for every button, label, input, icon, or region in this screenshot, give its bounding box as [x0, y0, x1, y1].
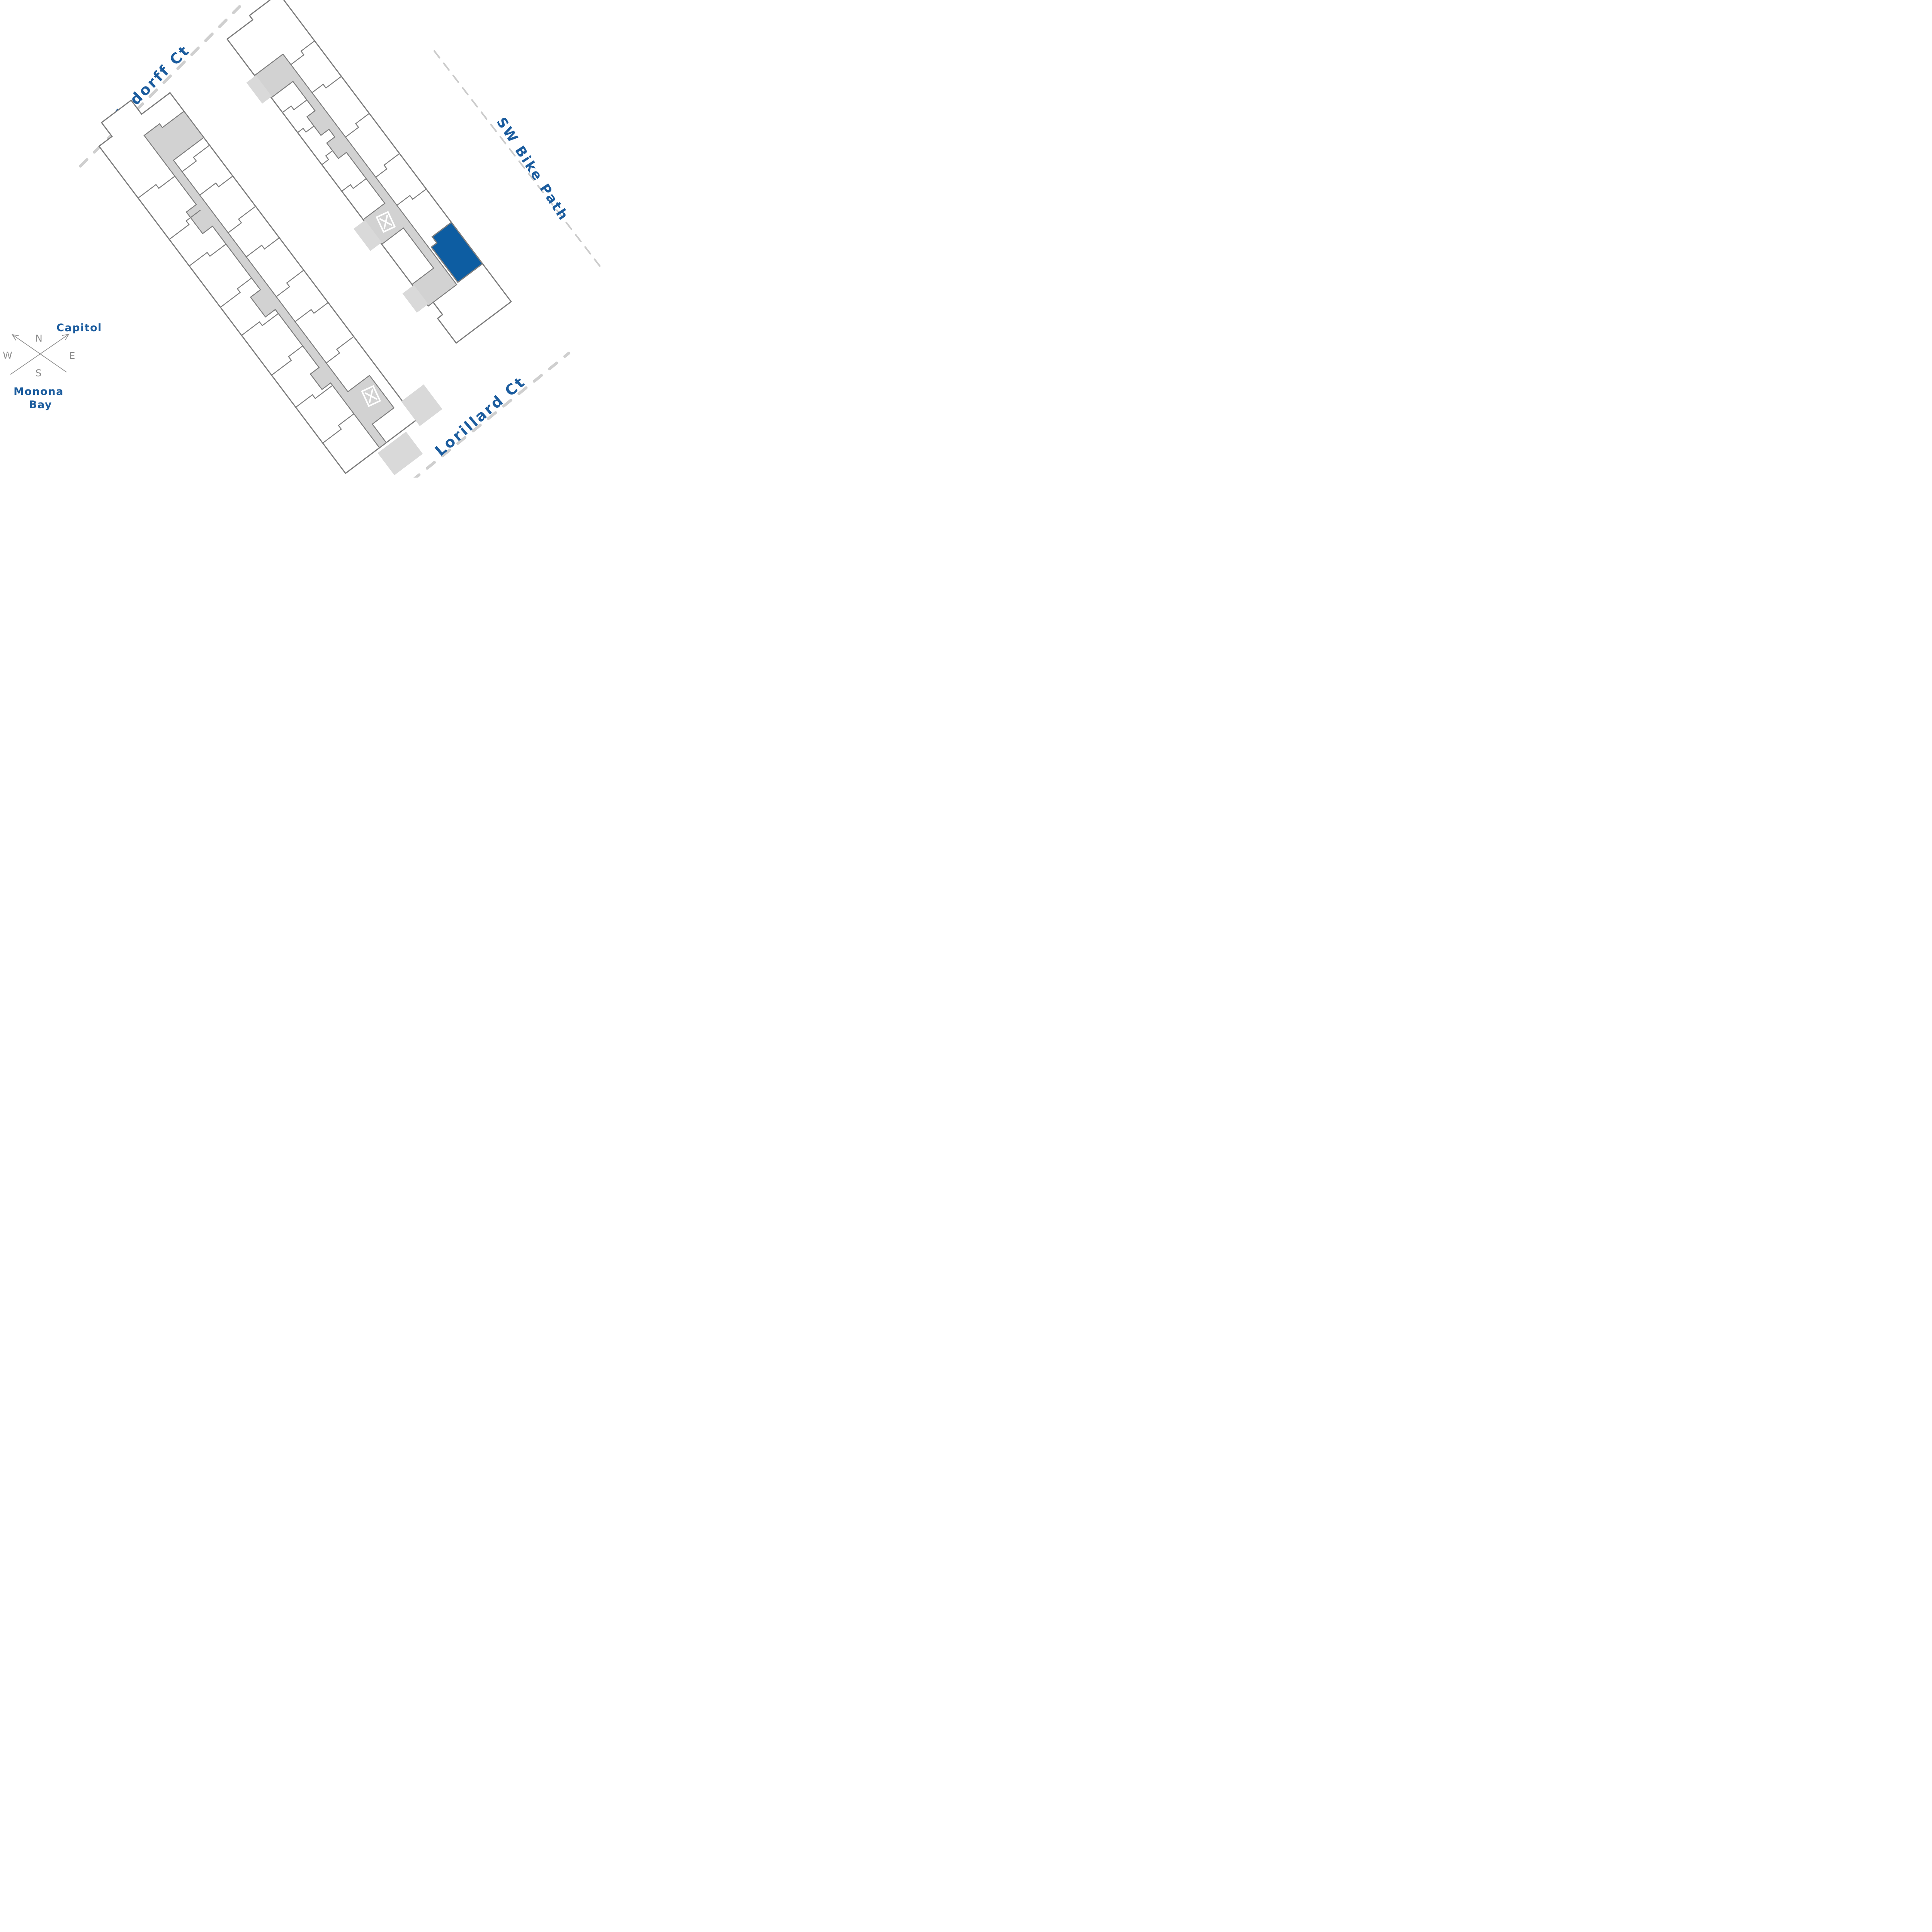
- elevator-x-stroke: [364, 392, 378, 400]
- unit-partition: [291, 40, 315, 65]
- east-walkway-exit-mid: [354, 220, 382, 251]
- compass-e: E: [69, 350, 76, 361]
- compass-nw-arrowhead: [12, 334, 19, 341]
- east-building-corridor: [254, 53, 457, 307]
- unit-partition: [321, 150, 333, 165]
- unit-partition: [375, 153, 400, 178]
- west-walkway-exit-northeast: [401, 384, 442, 426]
- east-units-south-partitions: [282, 99, 367, 192]
- unit-partition: [295, 385, 333, 408]
- sw-bike-path-label: SW Bike Path: [493, 115, 571, 224]
- unit-partition: [295, 302, 328, 322]
- unit-partition: [341, 178, 367, 192]
- unit-partition: [276, 270, 304, 297]
- unit-partition: [396, 189, 427, 206]
- east-units-north-partitions: [291, 40, 427, 206]
- sw-bike-path-dashed-line: [433, 50, 603, 270]
- compass-n: N: [35, 333, 43, 344]
- unit-partition: [228, 206, 256, 233]
- unit-partition: [138, 176, 175, 199]
- unit-partition: [199, 175, 233, 196]
- west-units-south-partitions: [138, 176, 354, 444]
- unit-partition: [297, 126, 315, 133]
- unit-partition: [189, 243, 226, 267]
- compass-s: S: [36, 367, 42, 379]
- compass-nw-arm: [12, 334, 67, 372]
- unit-partition: [345, 113, 370, 138]
- compass-w: W: [3, 350, 13, 361]
- unit-partition: [326, 336, 354, 364]
- lorillard-dashed-line: [413, 352, 570, 478]
- unit-partition: [311, 76, 342, 93]
- lorillard-label: Lorillard Ct: [432, 373, 529, 459]
- west-elevator-marker: [361, 385, 381, 407]
- monona-bay-label-line1: Monona: [14, 386, 64, 398]
- west-walkway-exit-southeast: [378, 432, 423, 475]
- east-walkway-exit-south: [402, 285, 429, 313]
- compass-ne-arrowhead: [62, 333, 70, 340]
- monona-bay-label-line2: Bay: [29, 399, 52, 411]
- unit-partition: [322, 413, 354, 444]
- findorff-dashed-line: [79, 5, 241, 168]
- west-building-corridor: [143, 111, 395, 449]
- unit-partition: [169, 209, 201, 240]
- building-east: [226, 0, 512, 344]
- unit-partition: [220, 277, 252, 308]
- highlighted-unit[interactable]: [427, 221, 483, 283]
- unit-partition: [241, 313, 279, 336]
- east-walkway-entry: [246, 75, 272, 104]
- compass-ne-arm: [10, 334, 69, 375]
- compass-rose: N W E S: [3, 333, 75, 379]
- unit-partition: [246, 237, 280, 257]
- street-lorillard: Lorillard Ct: [413, 352, 570, 478]
- unit-partition: [271, 345, 303, 376]
- west-units-north-partitions: [182, 145, 354, 364]
- unit-partition: [182, 145, 210, 172]
- site-plan-map: Findorff Ct SW Bike Path Lorillard Ct N …: [0, 0, 606, 478]
- unit-partition: [282, 99, 307, 113]
- building-west: [98, 92, 442, 475]
- capitol-label: Capitol: [56, 322, 102, 334]
- elevator-x-stroke: [379, 218, 392, 226]
- east-elevator-marker: [376, 211, 396, 233]
